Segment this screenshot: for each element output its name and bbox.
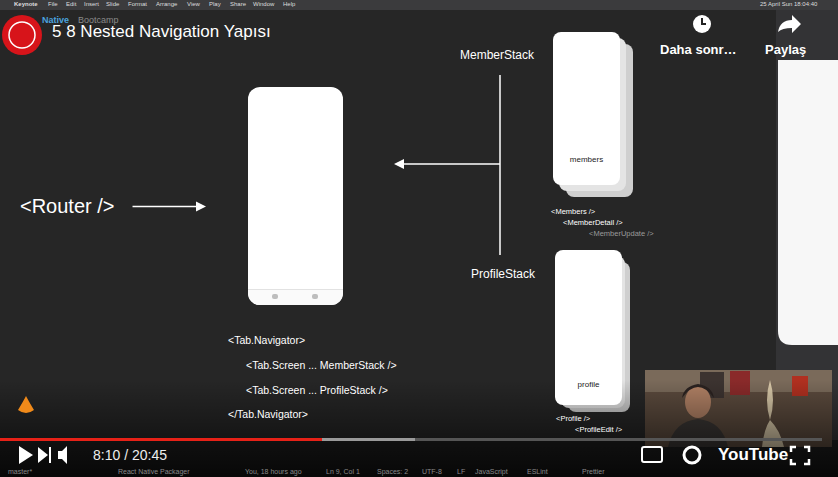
status-item: ESLint [527,468,548,476]
code-line: <ProfileEdit /> [575,426,622,435]
fullscreen-icon [791,447,809,464]
simulator-screen [778,60,838,345]
code-line: <Members /> [551,208,595,217]
progress-played [0,438,322,441]
code-line: <MemberUpdate /> [589,230,654,239]
status-item: master* [8,468,32,476]
menu-clock: 25 April Sun 18:04:40 [760,1,817,8]
volume-icon [58,446,67,464]
watch-later-icon [693,15,711,33]
menu-bar [0,0,838,10]
menu-item: Window [253,1,274,8]
status-item: Ln 9, Col 1 [326,468,360,476]
screen-card: members<Members /><MemberDetail /><Membe… [553,32,620,185]
next-icon-bar [49,447,51,463]
progress-track [0,438,822,441]
time-display: 8:10 / 20:45 [93,447,167,463]
stack-label: ProfileStack [471,268,535,282]
tab-icon [312,294,318,299]
tab-icon [272,294,278,299]
screen-card: profile<Profile /><ProfileEdit /> [555,250,622,405]
code-line: <Profile /> [556,415,590,424]
menu-item: Edit [66,1,76,8]
stack-bracket [499,75,501,255]
player-logo: YouTube [718,445,788,465]
course-name: Bootcamp [78,15,119,25]
menu-item: Slide [106,1,119,8]
stack-label: MemberStack [460,49,534,63]
menu-item: Keynote [14,1,38,8]
course-name: Native [42,15,69,25]
menu-item: Insert [84,1,99,8]
status-item: You, 18 hours ago [245,468,302,476]
router-label: <Router /> [20,195,115,218]
status-item: UTF-8 [422,468,442,476]
menu-item: File [48,1,58,8]
stack-arrowhead [394,159,404,169]
code-line: <MemberDetail /> [563,219,623,228]
phone-screen: <Tab.Navigator><Tab.Screen ... MemberSta… [248,87,343,305]
tab-bar [248,289,343,305]
progress-buffer [322,438,415,441]
menu-item: Arrange [156,1,177,8]
code-line: <Tab.Screen ... ProfileStack /> [246,384,388,396]
arrow-connector [133,202,206,212]
site-logo [18,396,34,413]
watch-later-hands [702,18,706,24]
code-line: <Tab.Navigator> [228,334,305,346]
player-button-label: Daha sonr… [660,43,737,58]
status-item: React Native Packager [118,468,190,476]
code-line: <Tab.Screen ... MemberStack /> [246,359,397,371]
menu-item: Help [283,1,295,8]
share-icon [778,15,801,33]
menu-item: Share [230,1,246,8]
status-item: Spaces: 2 [377,468,408,476]
menu-item: Format [128,1,147,8]
player-shade [0,380,838,477]
router-text: <Router /> [20,195,115,218]
player-button-label: Paylaş [765,43,806,58]
screen-name: members [553,155,620,164]
status-item: LF [457,468,465,476]
screen-name: profile [555,380,622,389]
channel-logo-ring [9,22,35,48]
subtitles-icon [642,447,662,462]
channel-logo [2,15,42,55]
status-item: JavaScript [475,468,508,476]
next-icon [38,447,48,463]
settings-icon [684,447,700,463]
menu-item: Play [209,1,221,8]
code-line: </Tab.Navigator> [228,408,308,420]
play-icon [19,446,33,464]
menu-item: View [187,1,200,8]
stack-arrow [402,163,500,165]
status-item: Prettier [582,468,605,476]
